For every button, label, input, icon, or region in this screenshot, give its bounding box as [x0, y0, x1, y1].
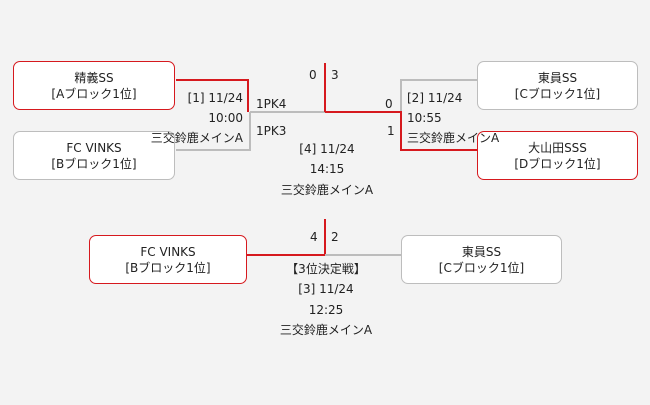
team-seed: [Bブロック1位]: [51, 156, 137, 171]
team-box-higashiin-3rd: 東員SS [Cブロック1位]: [401, 235, 562, 284]
match2-score-bottom: 1: [387, 124, 395, 138]
match1-pk-top: 1PK4: [256, 97, 287, 111]
match1-loser-line: [176, 112, 251, 151]
final-number-date: [4] 11/24: [299, 142, 355, 156]
team-seed: [Cブロック1位]: [514, 86, 601, 101]
team-name: 大山田SSS: [528, 140, 587, 155]
team-box-fcvinks-3rd: FC VINKS [Bブロック1位]: [89, 235, 247, 284]
team-box-higashiin: 東員SS [Cブロック1位]: [477, 61, 638, 110]
match2-venue: 三交鈴鹿メインA: [407, 131, 500, 145]
team-seed: [Aブロック1位]: [51, 86, 137, 101]
team-box-seigi: 精義SS [Aブロック1位]: [13, 61, 175, 110]
third-score-right: 2: [331, 230, 339, 244]
match2-loser-line: [400, 79, 477, 112]
team-name: FC VINKS: [140, 244, 196, 259]
team-name: 東員SS: [537, 70, 578, 85]
team-seed: [Dブロック1位]: [514, 156, 601, 171]
match2-winner-line: [325, 111, 477, 151]
match1-number-date: [1] 11/24: [187, 91, 243, 105]
third-number-date: [3] 11/24: [298, 282, 354, 296]
team-box-oyamada: 大山田SSS [Dブロック1位]: [477, 131, 638, 180]
team-name: 精義SS: [74, 70, 114, 85]
match2-score-top: 0: [385, 97, 393, 111]
match1-venue: 三交鈴鹿メインA: [150, 131, 243, 145]
match1-time: 10:00: [208, 111, 243, 125]
team-seed: [Cブロック1位]: [438, 260, 525, 275]
final-score-left: 0: [309, 68, 317, 82]
team-box-fcvinks: FC VINKS [Bブロック1位]: [13, 131, 175, 180]
final-time: 14:15: [309, 162, 345, 176]
match1-winner-line: [176, 79, 249, 112]
match1-pk-bottom: 1PK3: [256, 124, 287, 138]
final-venue: 三交鈴鹿メインA: [280, 183, 374, 197]
third-title: 【3位決定戦】: [286, 262, 366, 276]
match2-number-date: [2] 11/24: [407, 91, 463, 105]
third-venue: 三交鈴鹿メインA: [279, 323, 373, 337]
team-name: 東員SS: [461, 244, 502, 259]
third-score-left: 4: [310, 230, 318, 244]
team-name: FC VINKS: [66, 140, 122, 155]
team-seed: [Bブロック1位]: [125, 260, 211, 275]
match2-time: 10:55: [407, 111, 442, 125]
third-time: 12:25: [308, 303, 344, 317]
final-score-right: 3: [331, 68, 339, 82]
